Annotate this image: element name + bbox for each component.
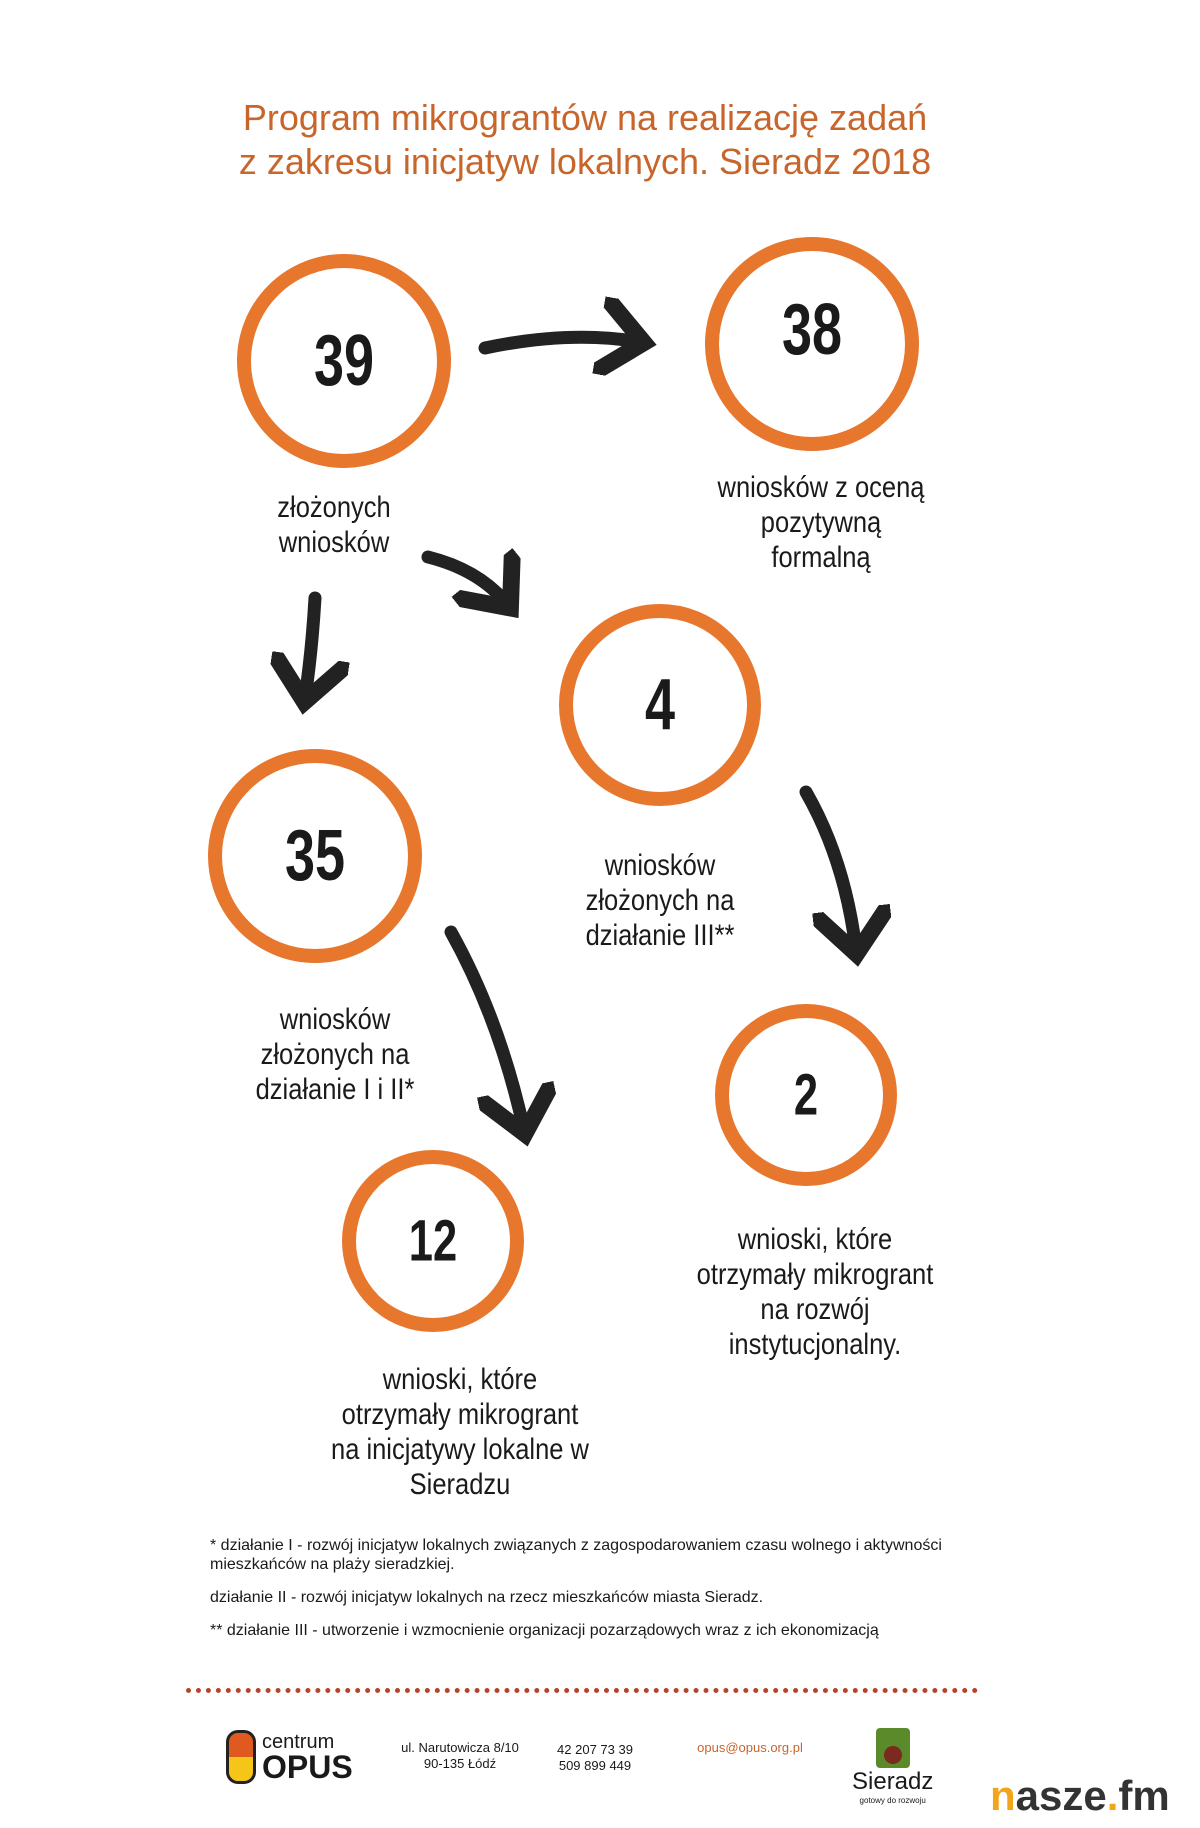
label-line: instytucjonalny. — [728, 1328, 902, 1361]
org-line-1: centrum — [262, 1731, 335, 1753]
ring-4 — [559, 604, 761, 806]
label-submitted: złożonych wniosków — [181, 490, 487, 560]
label-line: formalną — [771, 541, 871, 574]
label-line: działanie III** — [585, 919, 735, 952]
label-action12: wniosków złożonych na działanie I i II* — [182, 1002, 488, 1107]
label-line: otrzymały mikrogrant — [696, 1258, 934, 1291]
city-name: Sieradz — [852, 1768, 934, 1795]
label-line: złożonych — [277, 491, 391, 524]
watermark-part: . — [1106, 1772, 1119, 1819]
label-line: działanie I i II* — [255, 1073, 415, 1106]
label-granted-inst: wnioski, które otrzymały mikrogrant na r… — [662, 1222, 968, 1362]
label-line: złożonych na — [585, 884, 735, 917]
count-action3: 4 — [644, 665, 676, 745]
label-line: wnioski, które — [382, 1363, 538, 1396]
label-line: wniosków — [278, 526, 390, 559]
arrow-35-to-12 — [444, 925, 524, 1130]
label-line: złożonych na — [260, 1038, 410, 1071]
email: opus@opus.org.pl — [697, 1740, 803, 1755]
count-granted-local: 12 — [408, 1208, 458, 1274]
label-formal: wniosków z oceną pozytywną formalną — [668, 470, 974, 575]
footnote: * działanie I - rozwój inicjatyw lokalny… — [210, 1537, 942, 1573]
title-line-1: Program mikrograntów na realizację zadań — [242, 97, 928, 138]
sieradz-logo-icon — [875, 1728, 910, 1768]
watermark: nasze.fm — [990, 1772, 1170, 1820]
ring-35 — [208, 749, 422, 963]
arrow-39-to-38 — [478, 337, 640, 348]
arrow-39-to-35 — [305, 591, 315, 698]
sieradz-logo: Sieradz gotowy do rozwoju — [852, 1728, 933, 1805]
watermark-part: n — [990, 1772, 1016, 1819]
dotted-divider — [186, 1688, 978, 1693]
address-line: ul. Narutowicza 8/10 — [401, 1740, 519, 1755]
footnote: działanie II - rozwój inicjatyw lokalnyc… — [210, 1589, 764, 1606]
label-line: otrzymały mikrogrant — [341, 1398, 579, 1431]
count-submitted: 39 — [313, 321, 375, 401]
footnote: ** działanie III - utworzenie i wzmocnie… — [210, 1622, 879, 1639]
ring-39 — [237, 254, 451, 468]
address: ul. Narutowicza 8/10 90-135 Łódź — [390, 1740, 530, 1772]
opus-logo: centrum OPUS — [226, 1730, 353, 1784]
ring-38 — [705, 237, 919, 451]
watermark-part: asze — [1015, 1772, 1107, 1819]
title-line-2: z zakresu inicjatyw lokalnych. Sieradz 2… — [238, 141, 932, 182]
label-line: wnioski, które — [737, 1223, 893, 1256]
label-line: na inicjatywy lokalne w — [331, 1433, 589, 1466]
arrow-39-to-4 — [421, 557, 508, 605]
phones: 42 207 73 39 509 899 449 — [550, 1742, 640, 1774]
label-line: wniosków z oceną — [717, 471, 925, 504]
watermark-part: fm — [1118, 1772, 1170, 1819]
count-formal: 38 — [781, 290, 843, 370]
address-line: 90-135 Łódź — [423, 1756, 497, 1771]
org-line-2: OPUS — [262, 1749, 353, 1785]
label-line: wniosków — [604, 849, 716, 882]
phone: 42 207 73 39 — [557, 1742, 633, 1757]
label-line: wniosków — [279, 1003, 391, 1036]
label-line: na rozwój — [760, 1293, 870, 1326]
arrow-4-to-2 — [799, 785, 856, 950]
ring-2 — [715, 1004, 897, 1186]
page-title: Program mikrograntów na realizację zadań… — [0, 96, 1170, 184]
count-action12: 35 — [284, 816, 346, 896]
phone: 509 899 449 — [558, 1758, 632, 1773]
city-tagline: gotowy do rozwoju — [859, 1796, 926, 1805]
footnotes: * działanie I - rozwój inicjatyw lokalny… — [210, 1536, 970, 1654]
count-granted-inst: 2 — [793, 1062, 819, 1128]
label-line: Sieradzu — [409, 1468, 511, 1501]
opus-logo-icon — [226, 1730, 256, 1784]
label-granted-local: wnioski, które otrzymały mikrogrant na i… — [307, 1362, 613, 1502]
ring-12 — [342, 1150, 524, 1332]
label-line: pozytywną — [760, 506, 882, 539]
label-action3: wniosków złożonych na działanie III** — [507, 848, 813, 953]
